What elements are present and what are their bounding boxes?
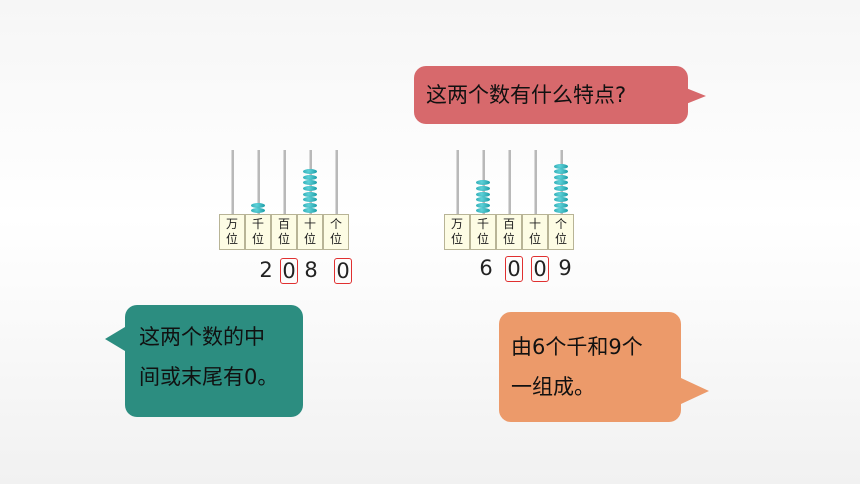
label-ten-thousands: 万位	[219, 214, 245, 250]
digit-circled: 0	[334, 258, 352, 284]
abacus-bead	[303, 174, 317, 180]
label-tens: 十位	[297, 214, 323, 250]
abacus-bead	[476, 197, 490, 203]
composition-bubble: 由6个千和9个 一组成。	[499, 312, 709, 422]
question-text: 这两个数有什么特点?	[426, 83, 627, 107]
label-thousands: 千位	[470, 214, 496, 250]
label-ones: 个位	[323, 214, 349, 250]
abacus-bead	[476, 186, 490, 191]
digit: 2	[259, 258, 273, 282]
abacus-bead	[554, 169, 568, 175]
abacus-bead	[554, 197, 568, 203]
abacus-bead	[476, 208, 490, 214]
abacus-bead	[476, 180, 490, 186]
abacus-bead	[303, 186, 317, 191]
abacus-bead	[554, 208, 568, 214]
abacus-bead	[554, 174, 568, 180]
label-ones: 个位	[548, 214, 574, 250]
digit-circled: 0	[505, 256, 523, 282]
abacus-bead	[303, 180, 317, 186]
composition-line-2: 一组成。	[511, 375, 595, 399]
abacus-bead	[303, 208, 317, 214]
observation-bubble: 这两个数的中 间或末尾有0。	[105, 305, 303, 417]
abacus-bead	[303, 202, 317, 208]
abacus-rod	[335, 150, 338, 214]
question-bubble: 这两个数有什么特点?	[414, 66, 706, 124]
abacus-bead	[303, 197, 317, 203]
place-value-labels: 万位 千位 百位 十位 个位	[219, 214, 349, 250]
abacus-rod	[231, 150, 234, 214]
label-hundreds: 百位	[271, 214, 297, 250]
abacus-rod	[508, 150, 511, 214]
abacus-bead	[554, 180, 568, 186]
label-ten-thousands: 万位	[444, 214, 470, 250]
digit-circled: 0	[531, 256, 549, 282]
digit: 6	[479, 256, 493, 280]
observation-line-1: 这两个数的中	[139, 325, 265, 349]
abacus-bead	[251, 208, 265, 214]
bubble-tail	[105, 327, 125, 351]
digit-circled: 0	[280, 258, 298, 284]
abacus-bead	[554, 191, 568, 197]
abacus-bead	[554, 202, 568, 208]
label-tens: 十位	[522, 214, 548, 250]
abacus-bead	[476, 191, 490, 197]
abacus-rod	[456, 150, 459, 214]
place-value-labels: 万位 千位 百位 十位 个位	[444, 214, 574, 250]
abacus-bead	[303, 169, 317, 175]
digit: 9	[558, 256, 572, 280]
abacus-6009: 万位 千位 百位 十位 个位 6 0 0 9	[444, 150, 584, 285]
abacus-rod	[257, 150, 260, 214]
abacus-bead	[476, 202, 490, 208]
observation-line-2: 间或末尾有0。	[139, 365, 279, 389]
abacus-bead	[554, 163, 568, 169]
label-hundreds: 百位	[496, 214, 522, 250]
bubble-tail	[681, 378, 709, 404]
bubble-tail	[686, 88, 706, 104]
composition-line-1: 由6个千和9个	[511, 335, 643, 359]
abacus-rod	[283, 150, 286, 214]
abacus-bead	[303, 191, 317, 197]
abacus-bead	[554, 186, 568, 191]
abacus-bead	[251, 202, 265, 208]
abacus-2080: 万位 千位 百位 十位 个位 2 0 8 0	[219, 150, 359, 285]
abacus-rod	[534, 150, 537, 214]
label-thousands: 千位	[245, 214, 271, 250]
digit: 8	[304, 258, 318, 282]
